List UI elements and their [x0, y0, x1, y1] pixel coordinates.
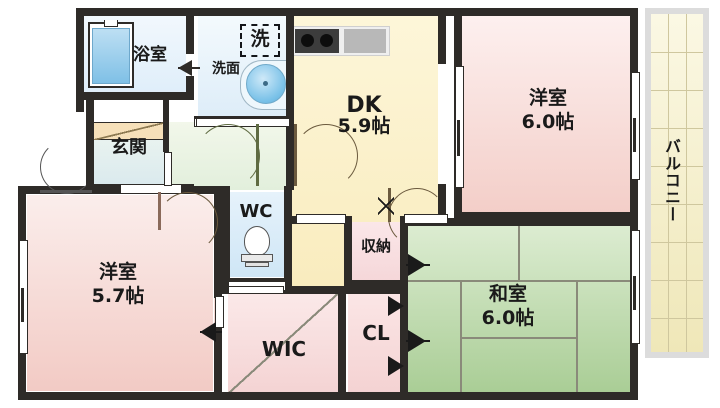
- balcony-grid-v1: [668, 14, 670, 352]
- door-washroom-bottom: [196, 118, 290, 127]
- opening-dk-south-left: [296, 214, 346, 224]
- tatami-line-5: [460, 337, 576, 339]
- opening-western2-top-left: [120, 184, 182, 194]
- bathtub-faucet-icon: [104, 20, 118, 27]
- window-japanese-balcony-bar: [633, 276, 636, 310]
- bathtub-basin: [92, 28, 130, 84]
- stove-burner-right-icon: [320, 34, 333, 47]
- balcony-grid-h6: [651, 242, 703, 244]
- door-western2-leaf: [158, 192, 161, 230]
- door-bath-sliding-line: [178, 67, 200, 69]
- door-japanese-west-upper-line: [406, 264, 430, 266]
- balcony-grid-h8: [651, 318, 703, 320]
- door-dk-hall-swing: [294, 124, 358, 188]
- wall-left-bath: [76, 8, 84, 112]
- wall-hall-left: [163, 100, 169, 152]
- balcony-floor: [651, 14, 703, 352]
- toilet-tank: [241, 254, 273, 262]
- tatami-line-4: [576, 280, 578, 394]
- wall-dk-left-upper: [286, 8, 294, 68]
- balcony-grid-h3: [651, 128, 703, 130]
- opening-hall-left: [164, 152, 172, 186]
- door-cl-lower-marker: [388, 356, 404, 376]
- balcony-grid-h2: [651, 90, 703, 92]
- basin-drain-icon: [263, 81, 268, 86]
- door-washroom-swing: [196, 124, 260, 188]
- wall-top-upper: [76, 8, 638, 16]
- door-entrance-swing: [40, 140, 94, 194]
- balcony-grid-h7: [651, 280, 703, 282]
- wall-bath-right: [186, 8, 194, 54]
- wall-cl-right: [400, 286, 408, 400]
- door-washroom-leaf: [256, 124, 259, 186]
- wall-western2-right: [214, 186, 222, 298]
- wall-dk-right: [438, 8, 446, 64]
- wall-bath-bottom: [76, 92, 194, 100]
- door-entrance-leaf: [40, 190, 92, 193]
- wic-hanger-diagonal: [228, 292, 340, 394]
- balcony-grid-h1: [651, 52, 703, 54]
- balcony-grid-h5: [651, 204, 703, 206]
- room-western-1: [462, 14, 634, 219]
- window-western1-balcony-bar: [633, 118, 636, 152]
- door-dk-hall-leaf: [294, 124, 297, 186]
- tatami-line-1: [404, 280, 634, 282]
- wall-storage-bottom: [344, 280, 408, 288]
- door-dk-western1-swing: [388, 188, 446, 246]
- storage-folding-door-icon: [378, 196, 394, 216]
- stove-burner-left-icon: [301, 34, 314, 47]
- toilet-base: [245, 262, 269, 267]
- door-wc-opening: [228, 286, 284, 294]
- opening-western2-east: [215, 296, 224, 328]
- wall-storage-left: [344, 216, 352, 288]
- wall-dk-left-lower: [286, 124, 294, 190]
- door-western2-swing: [158, 192, 218, 252]
- wall-wic-right: [338, 286, 346, 400]
- window-western2-left-bar: [21, 288, 24, 322]
- balcony-grid-v2: [686, 14, 688, 352]
- tatami-line-2: [518, 226, 520, 280]
- wall-bottom-outer: [18, 392, 638, 400]
- washer-space: [240, 24, 280, 57]
- wall-japanese-left-mid: [400, 316, 406, 342]
- wall-wc-left: [222, 186, 230, 286]
- wall-entrance-left: [86, 100, 94, 192]
- door-japanese-west-lower-line: [406, 340, 430, 342]
- shoe-cabinet-diagonal: [93, 122, 167, 140]
- wall-japanese-top: [400, 218, 638, 226]
- door-western2-east-line: [200, 331, 222, 333]
- balcony-grid-h4: [651, 166, 703, 168]
- sink-fixture: [344, 29, 386, 53]
- wall-western1-bottom: [454, 212, 638, 220]
- door-cl-upper-marker: [388, 296, 404, 316]
- wall-western2-right-lower: [214, 326, 222, 400]
- window-western1-left-bar: [457, 120, 460, 156]
- wall-cl-top: [346, 286, 408, 294]
- wall-bath-right-lower: [186, 76, 194, 100]
- wall-wc-right: [284, 186, 292, 286]
- toilet-bowl: [244, 226, 270, 256]
